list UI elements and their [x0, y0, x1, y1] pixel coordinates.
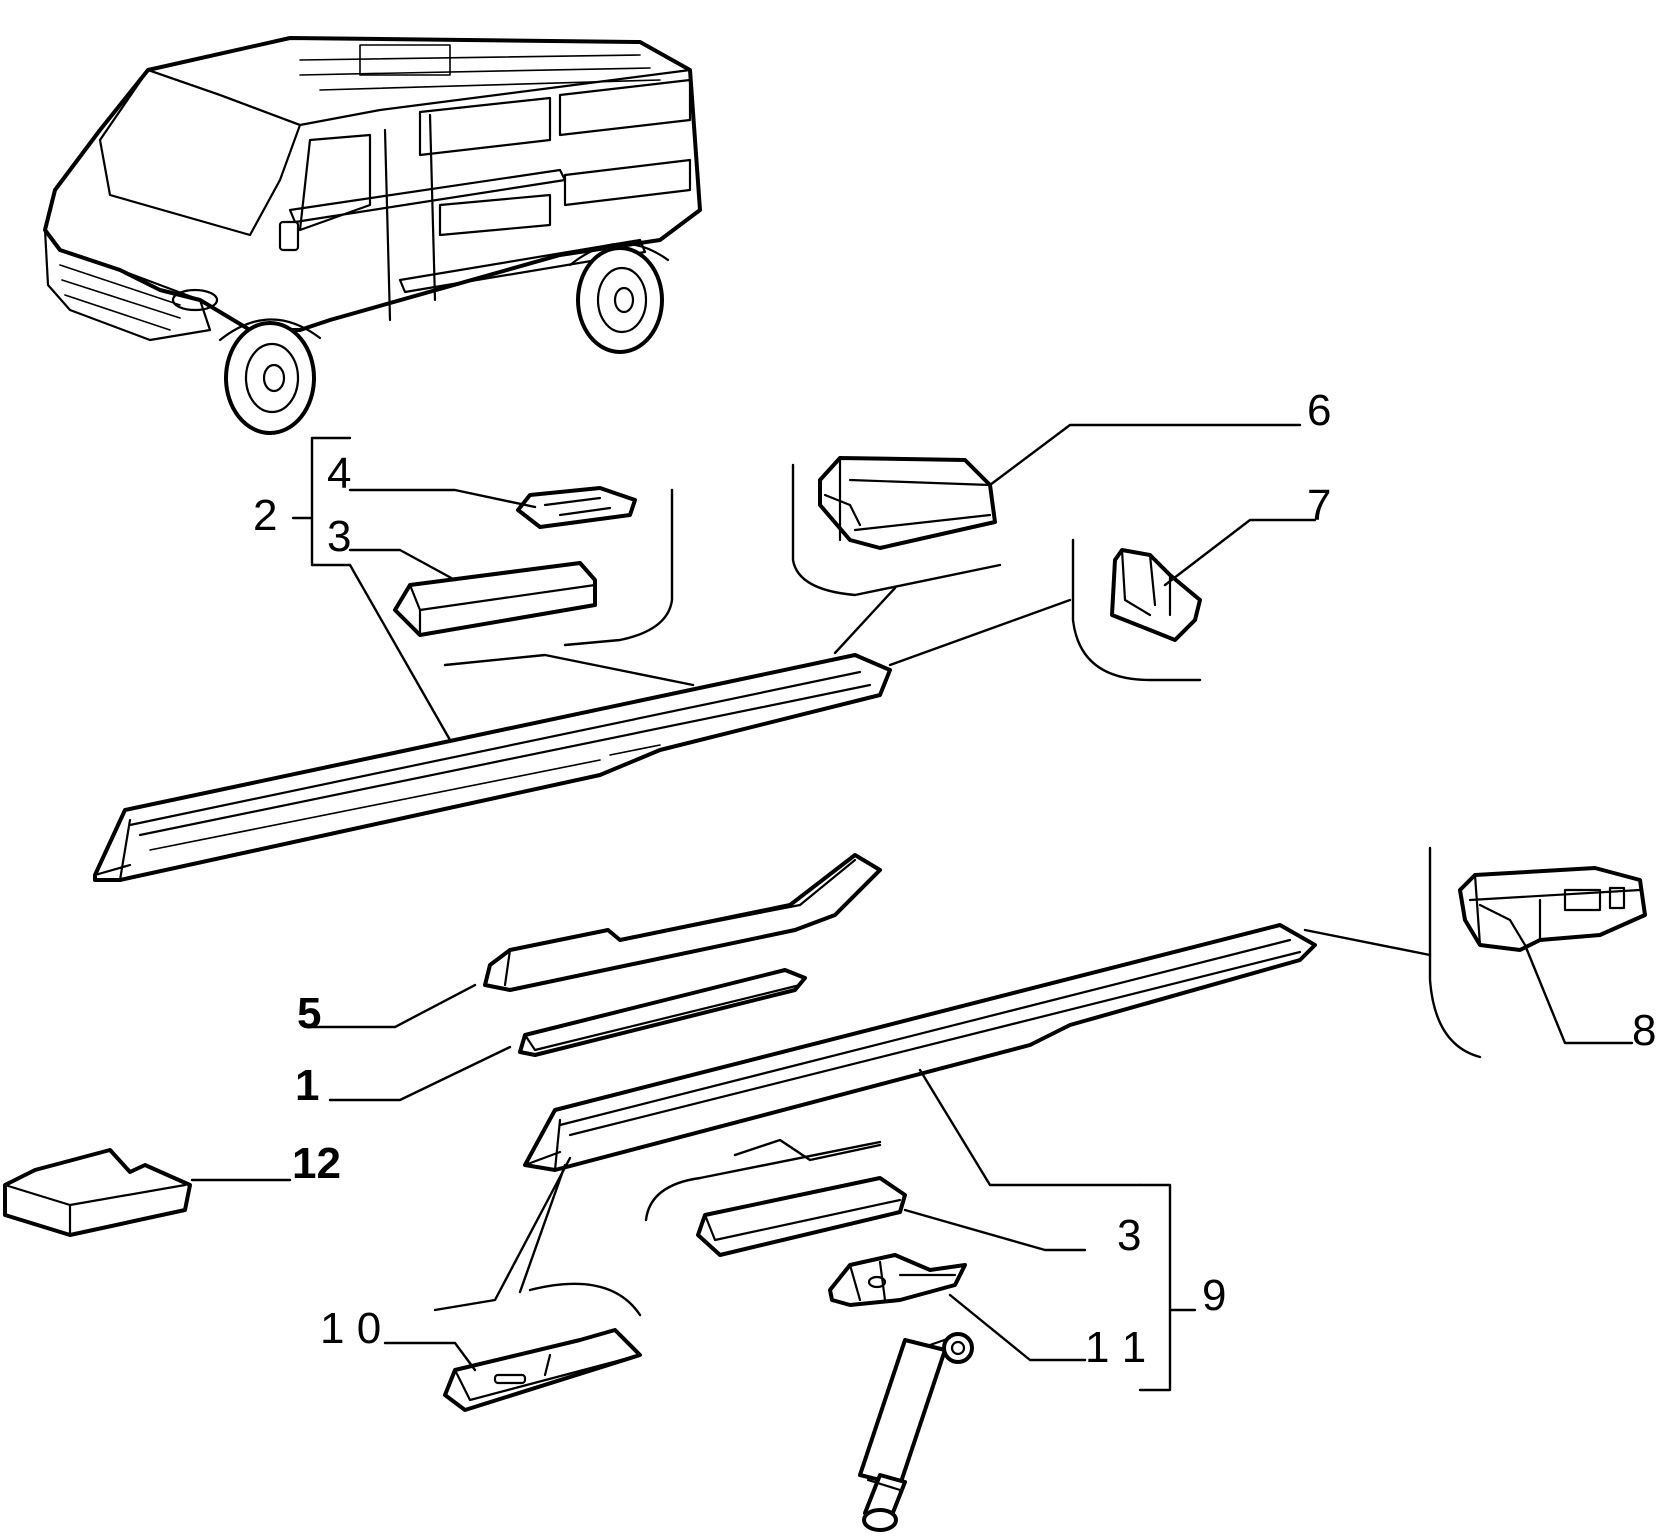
end-cap-part-8	[1458, 866, 1647, 952]
callout-12: 12	[292, 1139, 341, 1188]
callout-3-top: 3	[327, 512, 351, 561]
sill-panel-left	[93, 653, 892, 882]
leader-lines	[190, 423, 1634, 1392]
sill-panel-right	[523, 923, 1317, 1172]
bracket-part-11	[828, 1253, 967, 1307]
callout-8: 8	[1632, 1006, 1656, 1055]
strip-part-1	[518, 968, 807, 1057]
shock-absorber	[858, 1332, 974, 1532]
bracket-part-4	[516, 486, 637, 529]
callout-3-bottom: 3	[1117, 1211, 1141, 1260]
van-illustration	[43, 36, 702, 435]
closing-panel-part-5	[483, 853, 882, 992]
callout-9: 9	[1202, 1271, 1226, 1320]
callout-6: 6	[1307, 386, 1331, 435]
callout-5: 5	[297, 989, 321, 1038]
rocker-reinforcement-lower	[696, 1176, 907, 1257]
tray-part-12	[3, 1148, 192, 1237]
callout-2: 2	[253, 491, 277, 540]
callout-labels: 2 4 3 6 7 5 1 12 8 3 9 1 0 1 1	[253, 386, 1656, 1372]
bracket-part-7	[1110, 548, 1202, 642]
callout-10: 1 0	[320, 1304, 381, 1353]
callout-1: 1	[295, 1061, 319, 1110]
end-cap-part-6	[818, 456, 997, 550]
callout-4: 4	[327, 449, 351, 498]
panel-part-10	[443, 1328, 642, 1412]
callout-7: 7	[1307, 481, 1331, 530]
callout-11: 1 1	[1085, 1323, 1146, 1372]
rocker-reinforcement-upper	[393, 561, 597, 637]
